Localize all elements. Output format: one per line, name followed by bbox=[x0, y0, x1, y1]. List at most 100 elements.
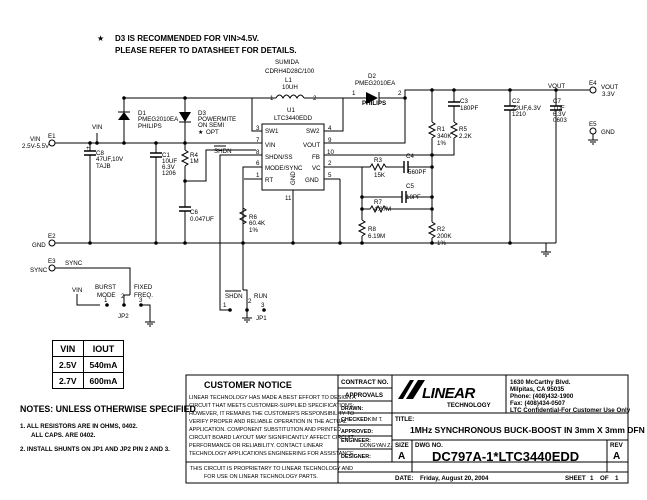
svg-text:C4: C4 bbox=[406, 153, 414, 160]
vin-iout-table: VIN IOUT 2.5V 540mA 2.7V 600mA bbox=[52, 340, 125, 389]
svg-text:7: 7 bbox=[256, 137, 260, 144]
resistor-r6: R6 60.4K 1% bbox=[238, 207, 266, 243]
customer-notice-block: CUSTOMER NOTICE LINEAR TECHNOLOGY HAS MA… bbox=[185, 374, 356, 484]
svg-text:R4: R4 bbox=[190, 152, 198, 159]
svg-text:3: 3 bbox=[261, 302, 265, 309]
svg-text:6.19M: 6.19M bbox=[368, 233, 385, 240]
svg-text:FB: FB bbox=[312, 154, 320, 161]
svg-text:VOUT: VOUT bbox=[601, 84, 618, 91]
svg-text:+: + bbox=[86, 145, 90, 152]
jumper-jp1: SHDN RUN 1 2 3 JP1 bbox=[219, 275, 267, 323]
svg-text:OPT: OPT bbox=[206, 129, 219, 136]
svg-text:VIN: VIN bbox=[72, 287, 82, 294]
svg-text:APPROVED:: APPROVED: bbox=[341, 429, 373, 435]
svg-text:1: 1 bbox=[615, 475, 619, 482]
resistor-r3: R3 15K bbox=[362, 157, 396, 179]
svg-text:DWG NO.: DWG NO. bbox=[415, 442, 443, 449]
capacitor-c8: + C8 47UF,10V TAJB bbox=[84, 143, 124, 243]
svg-text:VERIFY PROPER AND RELIABLE OPE: VERIFY PROPER AND RELIABLE OPERATION IN … bbox=[189, 419, 347, 425]
svg-text:22UF,6.3V: 22UF,6.3V bbox=[512, 105, 542, 112]
svg-text:CUSTOMER NOTICE: CUSTOMER NOTICE bbox=[204, 380, 292, 390]
svg-text:POWERMITE: POWERMITE bbox=[198, 116, 236, 123]
svg-text:SHEET: SHEET bbox=[565, 475, 586, 482]
svg-text:1210: 1210 bbox=[512, 111, 526, 118]
svg-text:2.5V-5.5V: 2.5V-5.5V bbox=[22, 143, 50, 150]
notes-title: NOTES: UNLESS OTHERWISE SPECIFIED bbox=[20, 404, 196, 414]
capacitor-c7: C7 1UF 6.3V 0603 bbox=[550, 98, 567, 243]
diode-d1: D1 PMEG2010EA PHILIPS bbox=[118, 98, 179, 143]
svg-text:Milpitas, CA 95035: Milpitas, CA 95035 bbox=[510, 386, 565, 393]
table-header-cell: VIN bbox=[52, 340, 84, 357]
inductor-l1: SUMIDA CDRH4D28C/100 L1 10UH 1 2 bbox=[265, 59, 317, 102]
svg-text:L1: L1 bbox=[285, 77, 292, 84]
svg-text:R7: R7 bbox=[374, 199, 382, 206]
svg-text:C2: C2 bbox=[512, 98, 520, 105]
svg-text:C6: C6 bbox=[190, 209, 198, 216]
table-row: 2.7V 600mA bbox=[52, 372, 125, 389]
svg-text:PERFORMANCE OR RELIABILITY. C: PERFORMANCE OR RELIABILITY. CONTACT LINE… bbox=[189, 443, 323, 449]
shdn-label-top: SHDN bbox=[214, 148, 232, 155]
svg-text:GND: GND bbox=[305, 177, 319, 184]
svg-text:3: 3 bbox=[139, 297, 143, 304]
svg-text:1: 1 bbox=[223, 302, 227, 309]
svg-text:U1: U1 bbox=[287, 107, 295, 114]
connector-e2: E2 GND bbox=[32, 233, 56, 249]
svg-text:2: 2 bbox=[121, 293, 125, 300]
svg-text:VIN: VIN bbox=[30, 136, 40, 143]
svg-text:KIM T.: KIM T. bbox=[368, 417, 383, 423]
svg-text:R8: R8 bbox=[368, 226, 376, 233]
table-cell: 600mA bbox=[82, 372, 125, 389]
svg-text:DRAWN:: DRAWN: bbox=[341, 406, 363, 412]
svg-text:ON SEMI: ON SEMI bbox=[198, 122, 224, 129]
svg-text:OF: OF bbox=[600, 475, 609, 482]
svg-text:SW2: SW2 bbox=[306, 128, 320, 135]
connector-e1: E1 VIN 2.5V-5.5V bbox=[22, 133, 56, 150]
svg-text:5: 5 bbox=[328, 172, 332, 179]
resistor-r7: R7 4.87M bbox=[362, 199, 432, 214]
svg-text:0603: 0603 bbox=[553, 117, 567, 124]
connector-e5: E5 GND bbox=[588, 121, 615, 145]
svg-text:1: 1 bbox=[256, 172, 260, 179]
svg-text:PMEG2010EA: PMEG2010EA bbox=[138, 116, 179, 123]
svg-text:CIRCUIT THAT MEETS CUSTOMER-SU: CIRCUIT THAT MEETS CUSTOMER-SUPPLIED SPE… bbox=[189, 403, 355, 409]
svg-text:TECHNOLOGY APPLICATIONS ENGINE: TECHNOLOGY APPLICATIONS ENGINEERING FOR … bbox=[189, 451, 355, 457]
svg-text:R5: R5 bbox=[459, 126, 467, 133]
svg-text:C3: C3 bbox=[460, 98, 468, 105]
jumper-jp2: VIN BURST MODE FIXED FREQ. 1 2 3 JP2 bbox=[72, 284, 155, 327]
svg-text:APPROVALS: APPROVALS bbox=[345, 392, 383, 399]
svg-text:6.3V: 6.3V bbox=[162, 164, 176, 171]
svg-text:BURST: BURST bbox=[95, 284, 116, 291]
svg-text:RT: RT bbox=[265, 177, 273, 184]
svg-text:DONGYAN Z.: DONGYAN Z. bbox=[360, 443, 392, 449]
resistor-r4: R4 1M bbox=[180, 143, 199, 207]
svg-text:SYNC: SYNC bbox=[30, 267, 48, 274]
svg-text:★: ★ bbox=[198, 129, 204, 136]
svg-text:1: 1 bbox=[352, 90, 356, 97]
note-line1: D3 IS RECOMMENDED FOR VIN>4.5V. bbox=[115, 34, 259, 43]
svg-text:R3: R3 bbox=[374, 157, 382, 164]
linear-logo: LINEAR TECHNOLOGY bbox=[398, 380, 492, 409]
note-1b: ALL CAPS. ARE 0402. bbox=[31, 432, 96, 439]
note-star: ★ bbox=[97, 34, 104, 43]
svg-text:1206: 1206 bbox=[162, 170, 176, 177]
svg-text:1%: 1% bbox=[249, 227, 258, 234]
svg-text:JP1: JP1 bbox=[256, 315, 267, 322]
svg-text:VC: VC bbox=[312, 165, 321, 172]
svg-text:ENGINEER:: ENGINEER: bbox=[341, 438, 371, 444]
svg-text:HOWEVER, IT REMAINS THE CUSTOM: HOWEVER, IT REMAINS THE CUSTOMER'S RESPO… bbox=[189, 411, 354, 417]
resistor-r5: R5 2.2K bbox=[432, 121, 473, 156]
svg-text:MODE/SYNC: MODE/SYNC bbox=[265, 165, 303, 172]
svg-text:MODE: MODE bbox=[97, 292, 116, 299]
svg-text:GND: GND bbox=[601, 129, 615, 136]
svg-text:LINEAR: LINEAR bbox=[422, 385, 476, 402]
svg-text:SW1: SW1 bbox=[265, 128, 279, 135]
table-cell: 2.7V bbox=[52, 372, 84, 389]
svg-text:C8: C8 bbox=[96, 150, 104, 157]
svg-text:D3: D3 bbox=[198, 110, 206, 117]
svg-text:340K: 340K bbox=[437, 133, 452, 140]
svg-text:RUN: RUN bbox=[254, 293, 267, 300]
svg-text:2: 2 bbox=[248, 298, 252, 305]
table-header-cell: IOUT bbox=[82, 340, 125, 357]
svg-text:LINEAR TECHNOLOGY HAS MADE A B: LINEAR TECHNOLOGY HAS MADE A BEST EFFORT… bbox=[189, 395, 356, 401]
